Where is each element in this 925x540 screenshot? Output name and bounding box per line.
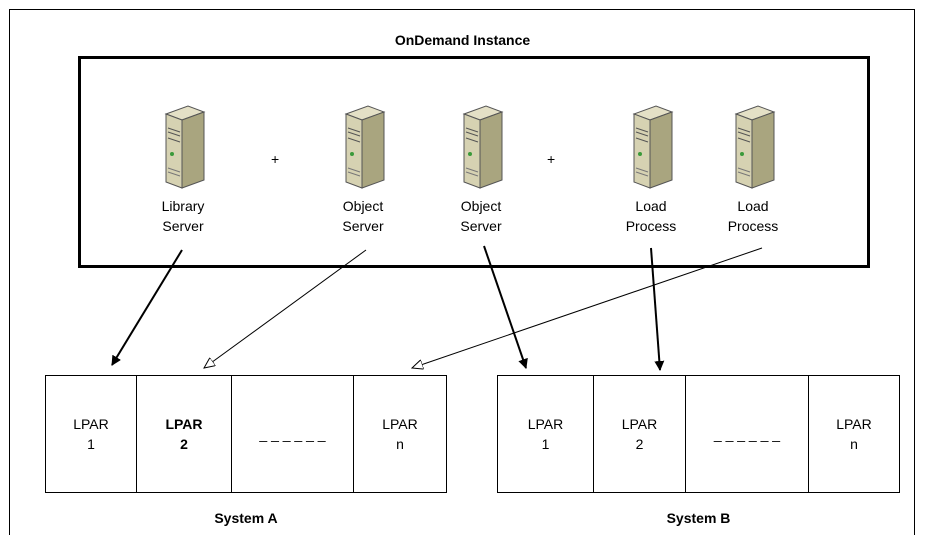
instance-title: OnDemand Instance [394,32,531,48]
object-server-1: Object Server [318,104,408,236]
arrow-library-to-a1 [111,249,183,366]
server-icon [734,105,776,189]
server-icon [164,105,206,189]
server-icon [344,105,386,189]
plus-sign: + [547,151,556,167]
server-icon [462,105,504,189]
server-label: Load Process [727,198,779,234]
server-label: Object Server [460,198,502,234]
system-b-lpars: LPAR 1 LPAR 2 _ _ _ _ _ _ LPAR n [497,375,900,493]
object-server-2: Object Server [436,104,526,236]
system-a-label: System A [214,510,278,526]
arrow-load-to-b2 [650,247,665,371]
lpar-cell: LPAR 2 [594,376,686,492]
server-label: Library Server [161,198,205,234]
load-process-2: Load Process [708,104,798,236]
ondemand-instance-box [78,56,870,268]
lpar-ellipsis: _ _ _ _ _ _ [232,376,354,492]
server-label: Load Process [625,198,677,234]
lpar-cell: LPAR n [382,416,418,452]
server-label: Object Server [342,198,384,234]
lpar-cell: LPAR 2 [137,376,232,492]
diagram-frame [9,9,915,535]
system-b-label: System B [666,510,731,526]
lpar-cell: LPAR n [836,416,872,452]
lpar-ellipsis: _ _ _ _ _ _ [686,376,809,492]
server-icon [632,105,674,189]
lpar-cell: LPAR 1 [498,376,594,492]
arrow-object-to-a2 [204,249,367,368]
lpar-cell: LPAR 1 [46,376,137,492]
plus-sign: + [271,151,280,167]
load-process-1: Load Process [606,104,696,236]
arrow-load-to-an [412,247,763,368]
library-server: Library Server [138,104,228,236]
arrow-object-to-b1 [483,245,528,369]
system-a-lpars: LPAR 1 LPAR 2 _ _ _ _ _ _ LPAR n [45,375,447,493]
